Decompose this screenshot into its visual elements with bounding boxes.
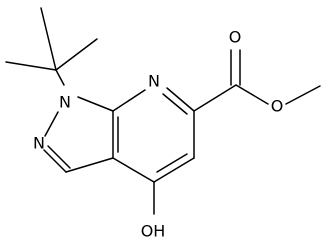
c6-carbonyl-carbon-bond	[193, 84, 237, 112]
bonds	[5, 7, 321, 215]
c3-c3a-bond	[65, 157, 114, 173]
tert-butyl-methyl-right	[55, 38, 98, 71]
ester-oxygen-methyl-bond	[285, 85, 321, 105]
atom-label-hydroxyl: OH	[141, 222, 166, 241]
n2-c3-bond-single	[43, 149, 67, 173]
tert-butyl-bond-to-n1	[55, 69, 65, 86]
atom-label-n7: N	[148, 72, 160, 91]
n2-c3-bond-double	[47, 145, 71, 169]
c5-c4-bond-single	[153, 157, 195, 183]
n1-c7a-bond	[77, 96, 114, 112]
atom-label-carbonyl-oxygen: O	[229, 28, 242, 47]
n1-n2-bond	[44, 111, 59, 137]
c5-c4-bond-double	[156, 153, 188, 173]
n7-c6-bond-single	[166, 87, 195, 112]
atom-labels: N N N OH O O	[33, 28, 283, 241]
atom-label-ester-oxygen: O	[271, 97, 284, 116]
c7a-n7-bond	[112, 89, 146, 112]
tert-butyl-methyl-left	[5, 61, 57, 71]
tert-butyl-methyl-top	[40, 7, 57, 71]
atom-label-n1: N	[59, 93, 71, 112]
atom-label-n2: N	[33, 134, 45, 153]
n7-c6-bond-double	[162, 93, 188, 115]
c4-c3a-bond	[112, 157, 155, 183]
carbonyl-carbon-ester-oxygen-bond	[235, 84, 269, 105]
